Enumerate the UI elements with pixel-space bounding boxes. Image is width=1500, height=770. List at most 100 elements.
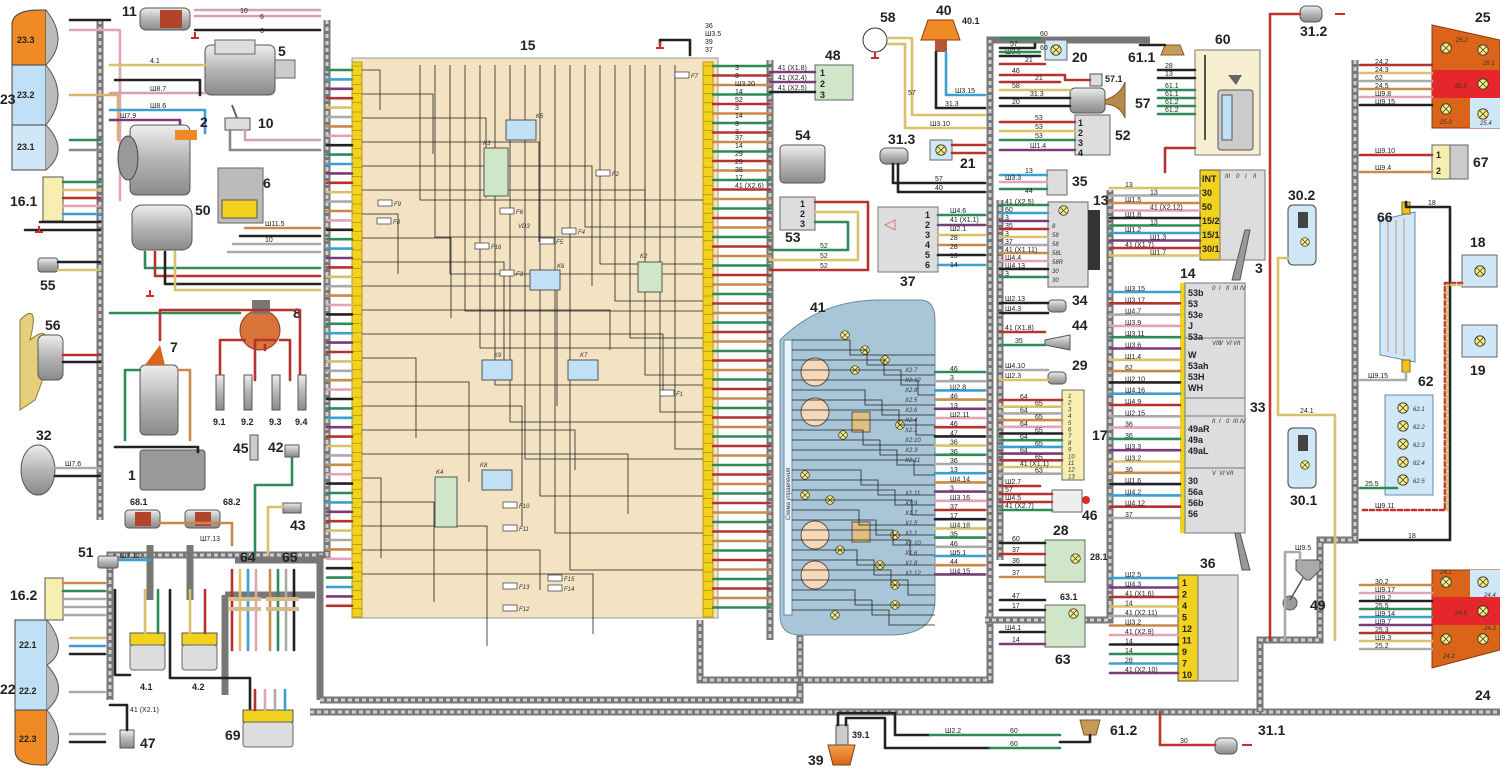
component-17-label: 17 — [1092, 427, 1108, 443]
pin-label: 3 — [1078, 138, 1083, 148]
connector-35: 35 — [1046, 169, 1088, 196]
component-4-2-label: 4.2 — [192, 682, 205, 692]
motor-32: 32 — [20, 427, 56, 496]
wire-label: Ш4.4 — [1005, 255, 1021, 262]
component-42-label: 42 — [268, 439, 284, 455]
fuse-label: F15 — [564, 577, 575, 583]
lamp-label: 25.3 — [1439, 120, 1452, 126]
wire-label: 41 (X1.11) — [1005, 247, 1037, 254]
terminal-label: 58 — [1052, 233, 1059, 239]
wire-label: Ш3.20 — [735, 81, 755, 88]
lamp-label: 24.1 — [1439, 570, 1452, 576]
component-40-label: 40 — [936, 2, 952, 18]
plug-9-4-label: 9.4 — [295, 417, 308, 427]
wire-label: 41 (X2.1) — [130, 707, 159, 714]
wire-label: 64 — [1020, 434, 1028, 441]
component-56-label: 56 — [45, 317, 61, 333]
stalk-switch-14: 14 33 — [1180, 265, 1266, 571]
pin-label: 2 — [1067, 401, 1072, 407]
wire-label: 41 (X2.10) — [1125, 667, 1158, 674]
wire-label: 52 — [820, 263, 828, 270]
wire-label: 41 (X1.8) — [778, 65, 807, 72]
wire-label: 65 — [1035, 454, 1043, 461]
terminal-label: 8 — [1052, 224, 1056, 230]
wire-label: 36 — [1125, 433, 1133, 440]
wire-label: 60 — [1010, 728, 1018, 735]
wire-bundle-64: 64 — [228, 549, 261, 652]
wire-label: Ш9.10 — [1375, 148, 1395, 155]
wire-label: 29 — [735, 159, 743, 166]
terminal-label: 15/1 — [1202, 230, 1220, 240]
wire-label: 28 — [1125, 658, 1133, 665]
wire-label: 3 — [1005, 215, 1009, 222]
wire-label: Ш3.9 — [1125, 320, 1141, 327]
lamp-23-3-label: 23.3 — [17, 35, 35, 45]
position-label: III — [1233, 419, 1238, 425]
relay-k2-label: K2 — [640, 254, 648, 260]
rear-window-heater-66: 66 — [1377, 201, 1416, 373]
wire-label: 60 — [1010, 741, 1018, 748]
wire-label: Ш3.2 — [1125, 456, 1141, 463]
lamp-22-2-label: 22.2 — [19, 686, 37, 696]
terminal-label: 30 — [1052, 269, 1059, 275]
wire-label: Ш9.15 — [1375, 99, 1395, 106]
wire-label: 36 — [950, 449, 958, 456]
wire-label: 60 — [1012, 536, 1020, 543]
pin-label: 9 — [1068, 448, 1072, 454]
fuse-label: F1 — [676, 392, 683, 398]
fuse-label: F7 — [691, 74, 699, 80]
courtesy-lamp-40: 40 40.1 — [920, 2, 980, 52]
terminal-label: 30 — [1202, 188, 1212, 198]
wire-label: 14 — [950, 262, 958, 269]
pin-label: 11 — [1068, 461, 1074, 467]
position-label: III — [1225, 174, 1230, 180]
wire-bundle-65: 65 — [266, 549, 299, 652]
wire-label: Ш8.7 — [150, 86, 166, 93]
wire-label: Ш4.13 — [1005, 263, 1025, 270]
wire-label: 65 — [1035, 414, 1043, 421]
component-68-1-label: 68.1 — [130, 497, 148, 507]
pin-label: 1 — [1068, 394, 1071, 400]
pin-label: 5 — [1182, 613, 1187, 623]
wire-label: 3 — [1005, 271, 1009, 278]
terminal-label: W — [1188, 350, 1197, 360]
terminal-label: 53e — [1188, 310, 1203, 320]
pin-label: 1 — [800, 199, 805, 209]
wire-label: Ш5.1 — [950, 550, 966, 557]
fuse — [376, 217, 392, 225]
wire-label: 14 — [1012, 637, 1020, 644]
switch-10: 10 — [224, 104, 274, 131]
terminal-label: 53a — [1188, 332, 1204, 342]
wire-label: 41 (X1.8) — [1005, 325, 1034, 332]
fuse — [502, 582, 518, 590]
relay-k7: K7 — [567, 353, 599, 381]
component-16-1-label: 16.1 — [10, 193, 37, 209]
fuse — [659, 389, 675, 397]
wire-label: 57 — [1005, 487, 1013, 494]
lamp-label: 25.1 — [1482, 61, 1495, 67]
fuse-label: F10 — [519, 504, 530, 510]
component-30-2-label: 30.2 — [1288, 187, 1315, 203]
component-39-label: 39 — [808, 752, 824, 768]
wire-label: Ш1.6 — [1125, 478, 1141, 485]
ignition-coil-7: 7 — [139, 339, 179, 436]
wire-label: 31.3 — [945, 101, 959, 108]
wire-label: 21 — [1035, 75, 1043, 82]
wire-label: Ш4.3 — [1125, 582, 1141, 589]
door-switch-31-1: 31.1 — [1214, 722, 1285, 755]
position-label: I — [1245, 174, 1247, 180]
wire-label: 28 — [950, 235, 958, 242]
wire-label: 13 — [950, 253, 958, 260]
wire-label: Ш1.8 — [1125, 212, 1141, 219]
pin-label: 1 — [1436, 150, 1441, 160]
wire-label: 37 — [1012, 547, 1020, 554]
component-67-label: 67 — [1473, 154, 1489, 170]
relay-k6-label: K6 — [557, 264, 565, 270]
relay-k5-label: K5 — [536, 114, 544, 120]
sensor-47: 47 — [119, 729, 156, 751]
wire-label: 13 — [1150, 190, 1158, 197]
wire-label: Ш9.8 — [1375, 91, 1391, 98]
wire-label: 3 — [735, 129, 739, 136]
